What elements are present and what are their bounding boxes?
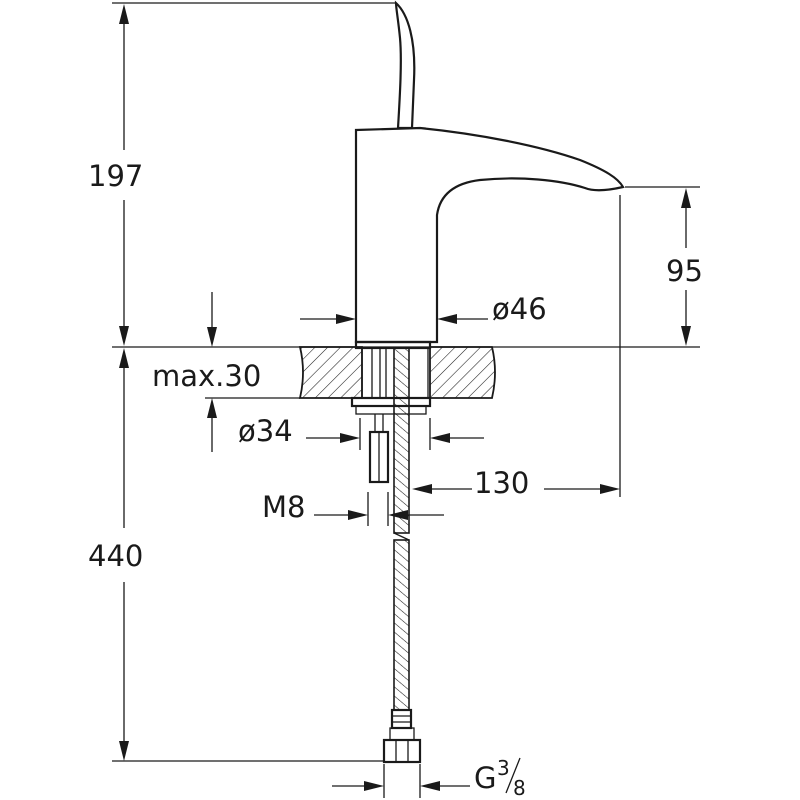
dim-label-g-numerator: 3 <box>497 756 510 780</box>
faucet-lever <box>394 0 416 130</box>
fraction-slash <box>505 757 521 794</box>
flexible-hose <box>382 347 422 764</box>
dim-label-d46: ø46 <box>492 292 547 326</box>
dim-label-440: 440 <box>88 539 143 573</box>
dim-label-d34: ø34 <box>238 414 293 448</box>
mounting-washer <box>350 396 432 408</box>
mounting-nut <box>355 405 427 415</box>
dim-stud-thread: M8 <box>262 490 444 526</box>
dim-total-height-bottom: 440 <box>88 348 143 761</box>
mounting-assembly <box>350 347 432 484</box>
hose-lower <box>393 539 410 711</box>
dim-label-m8: M8 <box>262 490 305 524</box>
countertop-right-section <box>429 346 496 399</box>
faucet-base <box>354 340 432 350</box>
dim-spout-reach: 130 <box>412 466 620 500</box>
dim-total-height-top: 197 <box>88 4 143 346</box>
dim-hole-diameter: ø34 <box>238 414 484 450</box>
dim-spout-height: 95 <box>666 188 703 346</box>
countertop-left-section <box>298 346 363 399</box>
hose-ferrule <box>390 708 413 730</box>
dim-connection-thread: G 3 8 <box>332 756 526 800</box>
faucet-body <box>354 126 625 344</box>
dim-label-95: 95 <box>666 254 703 288</box>
dim-label-197: 197 <box>88 159 143 193</box>
dim-label-g-prefix: G <box>474 761 496 795</box>
dim-label-max30: max.30 <box>152 359 261 393</box>
dim-label-g-denominator: 8 <box>513 776 526 800</box>
hose-upper <box>393 347 410 534</box>
dim-max-thickness: max.30 <box>152 292 261 452</box>
countertop <box>298 346 496 399</box>
dim-body-diameter: ø46 <box>300 292 547 326</box>
hose-nut <box>382 738 422 764</box>
dim-label-130: 130 <box>474 466 529 500</box>
